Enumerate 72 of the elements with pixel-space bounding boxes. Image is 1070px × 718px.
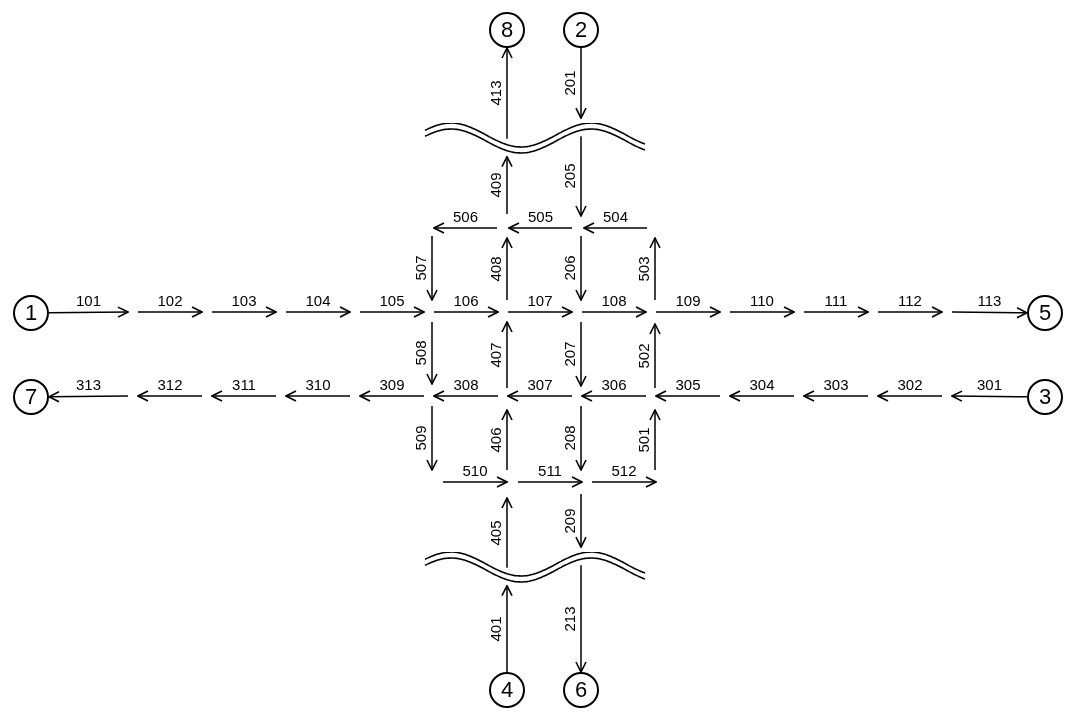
edge-label: 209 — [562, 508, 578, 534]
arrow — [501, 155, 513, 215]
arrow — [951, 306, 1028, 319]
arrow-number: 102 — [157, 293, 183, 309]
arrow — [48, 390, 129, 403]
arrow-number: 111 — [824, 293, 848, 309]
arrow-number: 510 — [462, 463, 488, 479]
arrow-number: 103 — [231, 293, 257, 309]
arrow-number: 109 — [675, 293, 701, 309]
arrow-number: 305 — [675, 377, 701, 393]
arrow-number: 503 — [636, 256, 652, 282]
arrow — [501, 47, 513, 140]
arrow — [951, 390, 1028, 402]
arrow-number: 106 — [453, 293, 479, 309]
numbered-circle: 2 — [563, 12, 599, 48]
numbered-circle: 4 — [489, 672, 525, 708]
numbered-circle: 7 — [13, 379, 49, 415]
arrow-number: 304 — [749, 377, 775, 393]
arrow-number: 105 — [379, 293, 405, 309]
arrow-number: 108 — [601, 293, 627, 309]
edge-label: 409 — [488, 172, 504, 198]
arrow-number: 307 — [527, 377, 553, 393]
arrow-number: 504 — [603, 209, 628, 225]
arrow — [48, 306, 129, 318]
arrow-number: 312 — [157, 377, 183, 393]
arrow-number: 308 — [453, 377, 479, 393]
arrow-number: 306 — [601, 377, 627, 393]
arrow-number: 407 — [488, 342, 504, 368]
arrow-number: 506 — [453, 209, 478, 225]
edge-label: 401 — [488, 616, 504, 642]
arrow-number: 406 — [488, 427, 504, 453]
arrow — [501, 497, 513, 569]
arrow-number: 511 — [538, 463, 562, 479]
edge-label: 413 — [488, 80, 504, 106]
edge-label: 213 — [562, 606, 578, 632]
arrow-number: 107 — [527, 293, 553, 309]
arrow-number: 512 — [611, 463, 637, 479]
arrow-number: 408 — [488, 256, 504, 282]
arrow — [575, 493, 587, 548]
arrow-number: 112 — [898, 293, 922, 309]
arrow-number: 505 — [528, 209, 553, 225]
arrow — [501, 584, 513, 673]
arrow-number: 509 — [413, 425, 429, 451]
edge-label: 101 — [75, 293, 101, 310]
edge-label: 113 — [977, 293, 1002, 310]
arrow-number: 309 — [379, 377, 405, 393]
edge-label: 313 — [75, 377, 101, 394]
arrow-number: 206 — [562, 255, 578, 281]
arrow-number: 502 — [636, 343, 652, 369]
arrow-number: 104 — [305, 293, 331, 309]
arrow-number: 507 — [413, 255, 429, 281]
arrow — [575, 564, 587, 673]
arrow-number: 501 — [636, 427, 652, 453]
numbered-circle: 1 — [13, 295, 49, 331]
edge-label: 301 — [977, 377, 1002, 394]
arrow — [575, 47, 587, 119]
arrow-number: 208 — [562, 425, 578, 451]
edge-label: 405 — [488, 520, 504, 546]
arrow-number: 303 — [823, 377, 849, 393]
arrow-number: 311 — [232, 377, 256, 393]
arrow — [575, 135, 587, 217]
arrow-number: 110 — [750, 293, 774, 309]
arrow-number: 207 — [562, 341, 578, 367]
arrow-number: 310 — [305, 377, 331, 393]
numbered-circle: 6 — [563, 672, 599, 708]
numbered-circle: 8 — [489, 12, 525, 48]
edge-label: 201 — [562, 70, 578, 96]
numbered-circle: 3 — [1027, 379, 1063, 415]
arrow-number: 302 — [897, 377, 923, 393]
numbered-circle: 5 — [1027, 295, 1063, 331]
arrow-number: 508 — [413, 340, 429, 366]
edge-label: 205 — [562, 163, 578, 189]
